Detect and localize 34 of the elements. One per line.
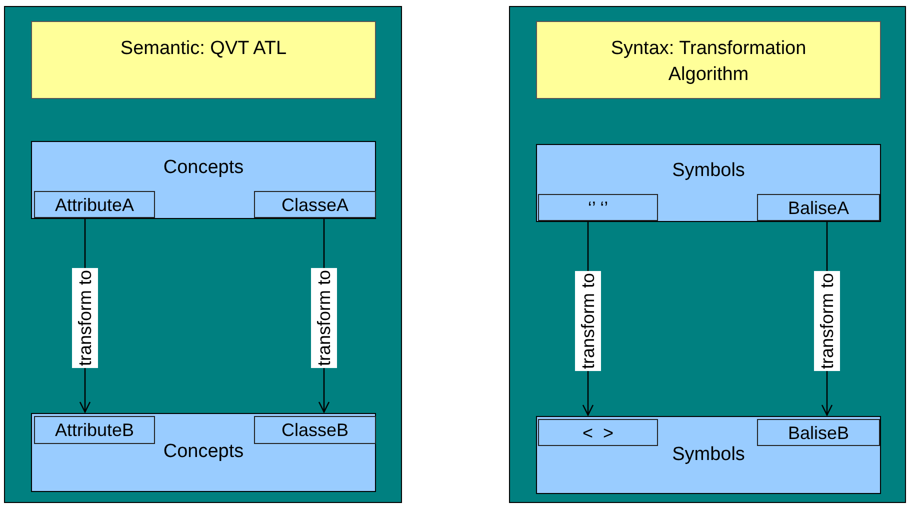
item-label: ‘’ ‘’ [588,198,608,216]
item-box [254,191,376,218]
item-label: AttributeA [54,196,134,214]
item-box [538,419,658,446]
item-label: BaliseA [788,198,850,216]
panel [509,6,906,503]
item-label: < > [582,424,614,442]
title-box [536,21,881,99]
group-label: Symbols [672,443,745,467]
group-label: Concepts [163,440,244,464]
group-box [536,144,881,222]
panel [4,6,402,503]
title-text: Syntax: Transformation Algorithm [610,37,808,87]
item-box [538,194,658,221]
edge-label: transform to [814,270,840,372]
group-label: Symbols [672,159,745,183]
item-box [34,416,155,444]
edge-label: transform to [575,270,601,372]
group-box [536,416,881,494]
edge-label: transform to [311,268,337,368]
item-label: ClasseB [281,421,349,439]
item-box [757,419,880,446]
title-box [31,21,376,99]
title-text: Semantic: QVT ATL [120,37,287,61]
group-box [31,141,376,219]
item-label: AttributeB [54,421,134,439]
item-label: BaliseB [788,424,850,442]
item-box [757,194,880,221]
item-label: ClasseA [281,196,349,214]
group-label: Concepts [163,156,244,180]
item-box [254,416,376,444]
item-box [34,191,155,218]
group-box [31,413,376,492]
edge-label: transform to [72,268,98,368]
